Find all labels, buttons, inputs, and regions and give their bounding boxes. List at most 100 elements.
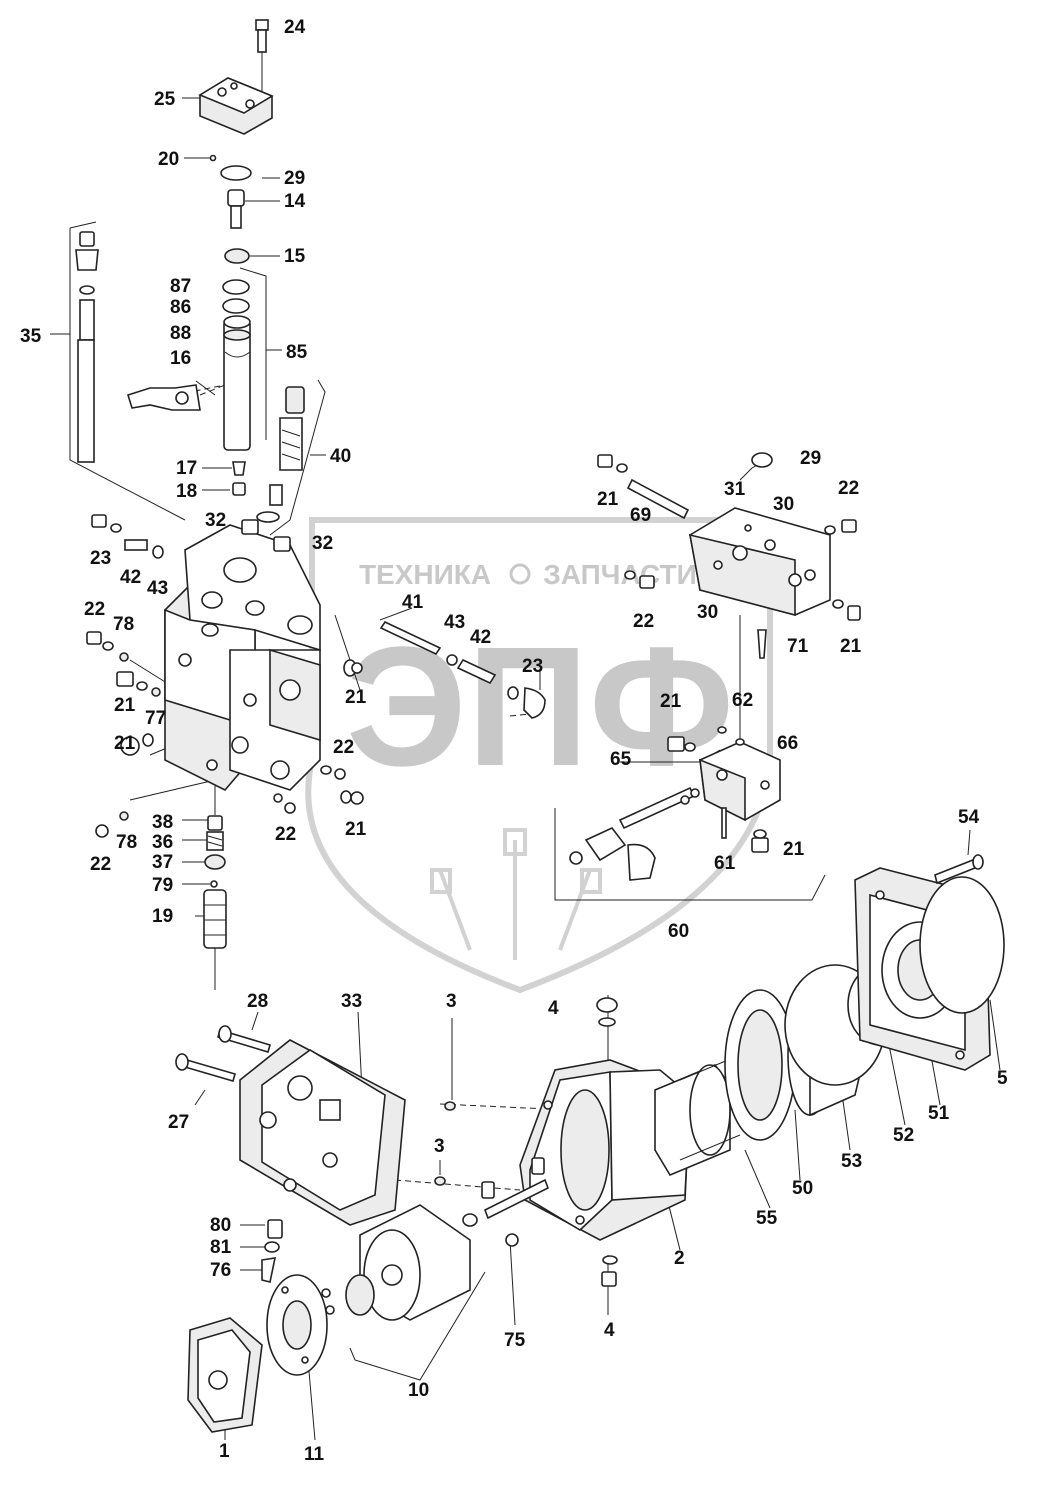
bolt-24 <box>255 19 269 53</box>
callout-21: 21 <box>783 839 805 860</box>
port-plate-11 <box>266 1274 328 1376</box>
callout-23: 23 <box>522 656 543 677</box>
callout-62: 62 <box>732 690 753 711</box>
callout-21: 21 <box>345 687 367 708</box>
callout-29: 29 <box>284 168 305 189</box>
callout-1: 1 <box>219 1441 230 1462</box>
callout-33: 33 <box>341 991 362 1012</box>
callout-28: 28 <box>247 991 268 1012</box>
callout-41: 41 <box>402 592 424 613</box>
callout-88: 88 <box>170 323 191 344</box>
callout-14: 14 <box>284 191 306 212</box>
callout-32: 32 <box>205 510 226 531</box>
endcap-33 <box>239 1039 406 1226</box>
callout-51: 51 <box>928 1103 950 1124</box>
oring-5 <box>919 876 1005 1014</box>
callout-4: 4 <box>548 998 559 1019</box>
callout-52: 52 <box>893 1125 914 1146</box>
callout-53: 53 <box>841 1151 862 1172</box>
screw-14 <box>227 189 245 229</box>
callout-79: 79 <box>152 875 173 896</box>
callout-55: 55 <box>756 1208 778 1229</box>
cross-fitting-75 <box>462 1157 550 1247</box>
callout-22: 22 <box>333 737 354 758</box>
valve-block-30 <box>688 452 831 617</box>
callout-54: 54 <box>958 807 980 828</box>
pins-3 <box>434 1101 456 1186</box>
callout-85: 85 <box>286 342 308 363</box>
callout-71: 71 <box>787 636 809 657</box>
callout-78: 78 <box>116 832 137 853</box>
callout-27: 27 <box>168 1112 189 1133</box>
callout-labels: 24 25 20 29 14 15 87 86 88 85 35 16 40 1… <box>20 17 1008 1465</box>
callout-25: 25 <box>154 89 176 110</box>
callout-11: 11 <box>304 1444 325 1465</box>
callout-22: 22 <box>838 478 859 499</box>
bolt-54 <box>934 854 984 885</box>
callout-23: 23 <box>90 548 111 569</box>
callout-22: 22 <box>84 599 105 620</box>
rod-35 <box>75 231 99 463</box>
callout-78: 78 <box>113 614 134 635</box>
callout-43: 43 <box>444 612 465 633</box>
callout-66: 66 <box>777 733 798 754</box>
callout-15: 15 <box>284 246 306 267</box>
callout-22: 22 <box>90 854 111 875</box>
callout-20: 20 <box>158 149 179 170</box>
ring-86 <box>222 298 250 314</box>
callout-75: 75 <box>504 1330 526 1351</box>
callout-2: 2 <box>674 1248 685 1269</box>
callout-86: 86 <box>170 297 191 318</box>
callout-36: 36 <box>152 832 173 853</box>
oring-87 <box>222 279 250 295</box>
callout-40: 40 <box>330 446 351 467</box>
bolt-17-18 <box>232 461 246 496</box>
callout-31: 31 <box>724 479 746 500</box>
valve-block-65 <box>569 726 781 881</box>
small-fittings-left <box>86 514 364 838</box>
callout-21: 21 <box>114 733 136 754</box>
plugs-4 <box>596 997 618 1287</box>
callout-22: 22 <box>633 611 654 632</box>
callout-18: 18 <box>176 481 197 502</box>
plugs-80-81-76 <box>261 1219 283 1283</box>
callout-19: 19 <box>152 906 173 927</box>
watermark-right-word: ЗАПЧАСТИ <box>543 559 696 590</box>
callout-5: 5 <box>997 1068 1008 1089</box>
callout-87: 87 <box>170 276 191 297</box>
callout-50: 50 <box>792 1178 813 1199</box>
callout-30: 30 <box>773 494 794 515</box>
callout-4: 4 <box>604 1320 615 1341</box>
callout-42: 42 <box>470 627 491 648</box>
callout-17: 17 <box>176 458 197 479</box>
callout-24: 24 <box>284 17 306 38</box>
rotary-group-10 <box>321 1204 471 1321</box>
callout-43: 43 <box>147 578 168 599</box>
callout-29: 29 <box>800 448 821 469</box>
callout-77: 77 <box>145 708 166 729</box>
callout-10: 10 <box>408 1380 429 1401</box>
callout-81: 81 <box>210 1237 232 1258</box>
callout-30: 30 <box>697 602 718 623</box>
callout-22: 22 <box>275 824 296 845</box>
cover-plate-25 <box>198 77 274 135</box>
watermark-wheat-icon <box>430 828 602 960</box>
callout-35: 35 <box>20 326 42 347</box>
callout-16: 16 <box>170 348 191 369</box>
callout-80: 80 <box>210 1215 231 1236</box>
lever-16 <box>127 384 226 411</box>
washer-15 <box>224 248 250 264</box>
swash-plate-1 <box>187 1317 263 1433</box>
valve-stack-19 <box>203 815 227 990</box>
callout-37: 37 <box>152 852 173 873</box>
callout-21: 21 <box>114 695 136 716</box>
callout-76: 76 <box>210 1260 231 1281</box>
pin-20 <box>209 154 217 162</box>
callout-21: 21 <box>660 691 682 712</box>
valve-40 <box>256 386 305 523</box>
callout-21: 21 <box>345 819 367 840</box>
callout-32: 32 <box>312 533 333 554</box>
callout-21: 21 <box>597 489 619 510</box>
oring-29-top <box>220 165 252 181</box>
